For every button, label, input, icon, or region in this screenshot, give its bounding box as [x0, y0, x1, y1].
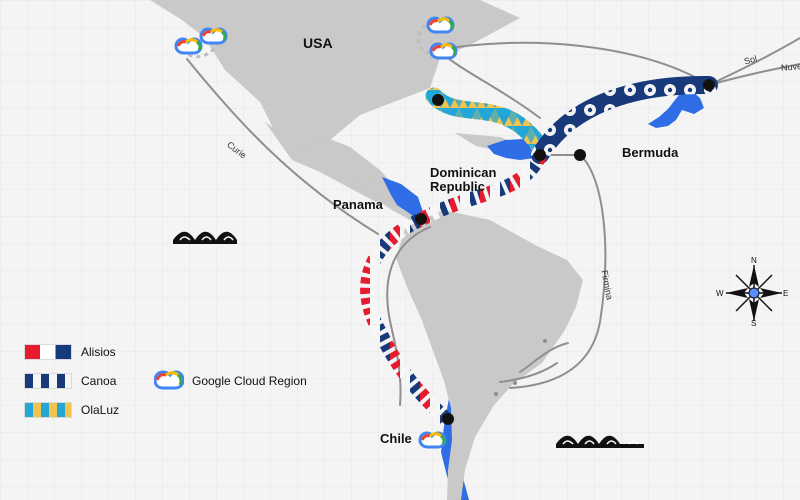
canoa-swatch: [24, 373, 72, 389]
google-cloud-icon: [154, 370, 184, 392]
dominican-republic-label-line2: Republic: [430, 179, 485, 194]
gray-cable-routes: [186, 37, 800, 406]
wave-icon: [173, 231, 237, 244]
usa-label: USA: [303, 35, 333, 51]
map-legend: Alisios Canoa OlaLuz Google Cloud Region: [24, 342, 344, 432]
legend-item-olaluz: OlaLuz: [24, 400, 119, 420]
chile-highlight: [441, 326, 469, 500]
wave-icon: [556, 435, 644, 448]
olaluz-swatch: [24, 402, 72, 418]
legend-label-olaluz: OlaLuz: [81, 403, 120, 417]
legend-label-alisios: Alisios: [81, 345, 116, 359]
node-south-america-2: [513, 381, 517, 385]
dominican-republic-land: [487, 139, 541, 160]
google-cloud-icon: [429, 42, 458, 60]
alisios-cable: [360, 152, 547, 426]
panama-label: Panama: [333, 197, 383, 212]
west-coast-cloud-link: [181, 34, 221, 59]
compass-e-label: E: [783, 289, 788, 298]
node-usa-east: [432, 94, 444, 106]
node-dominican-republic-gray-link: [574, 149, 586, 161]
legend-item-canoa: Canoa: [24, 371, 116, 391]
bermuda-label: Bermuda: [622, 145, 679, 160]
google-cloud-icon: [174, 37, 203, 55]
chile-label: Chile: [380, 431, 412, 446]
panama-highlight: [382, 177, 423, 220]
north-america-land: [150, 0, 520, 150]
nuvem-cable-label: Nuve: [780, 61, 800, 73]
legend-label-google-cloud-region: Google Cloud Region: [192, 374, 307, 388]
node-south-america-3: [494, 392, 498, 396]
compass-s-label: S: [751, 319, 756, 328]
legend-item-google-cloud-region: Google Cloud Region: [154, 370, 307, 392]
dominican-republic-label-line1: Dominican: [430, 165, 497, 180]
bermuda-highlight: [648, 86, 704, 128]
olaluz-cable: [425, 87, 551, 159]
alisios-swatch: [24, 344, 72, 360]
google-cloud-icon: [426, 16, 455, 34]
google-cloud-icon: [418, 431, 447, 449]
node-dominican-republic: [534, 149, 546, 161]
compass-w-label: W: [716, 289, 724, 298]
legend-label-canoa: Canoa: [81, 374, 117, 388]
legend-item-alisios: Alisios: [24, 342, 116, 362]
canoa-cable: [531, 75, 718, 164]
south-america-land: [396, 210, 583, 500]
node-panama: [415, 213, 427, 225]
node-south-america-1: [543, 339, 547, 343]
compass-rose-icon: [726, 265, 782, 321]
google-cloud-icon: [199, 27, 228, 45]
compass-n-label: N: [751, 256, 757, 265]
node-chile: [442, 413, 454, 425]
node-bermuda: [703, 79, 715, 91]
